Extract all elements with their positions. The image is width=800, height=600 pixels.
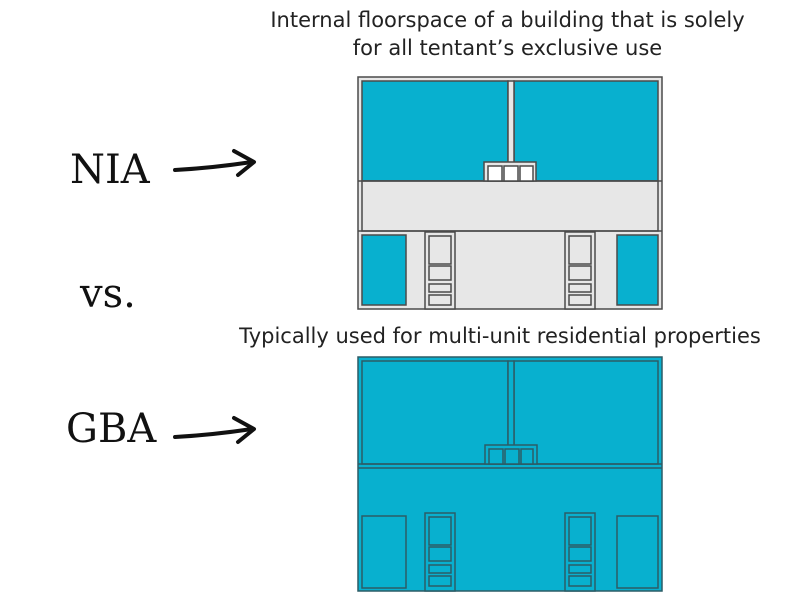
right-arrow-icon	[173, 149, 256, 177]
nia-description-line-1: Internal floorspace of a building that i…	[270, 8, 745, 32]
right-arrow-icon	[173, 416, 256, 444]
gba-description: Typically used for multi-unit residentia…	[239, 324, 761, 348]
corridor	[361, 180, 659, 232]
unit-bottom-left	[361, 234, 407, 306]
nia-floor-plan	[357, 76, 663, 310]
unit-top-left	[361, 360, 509, 465]
unit-bottom-right	[616, 234, 659, 306]
nia-label: NIA	[70, 147, 150, 193]
versus-label: vs.	[80, 271, 136, 317]
unit-top-right	[513, 80, 659, 182]
gba-floor-plan	[357, 356, 663, 592]
nia-description-line-2: for all tentant’s exclusive use	[352, 36, 663, 60]
unit-top-right	[513, 360, 659, 465]
unit-bottom-right	[616, 515, 659, 589]
nia-description: Internal floorspace of a building that i…	[200, 6, 800, 62]
unit-bottom-left	[361, 515, 407, 589]
gba-label: GBA	[66, 406, 157, 452]
